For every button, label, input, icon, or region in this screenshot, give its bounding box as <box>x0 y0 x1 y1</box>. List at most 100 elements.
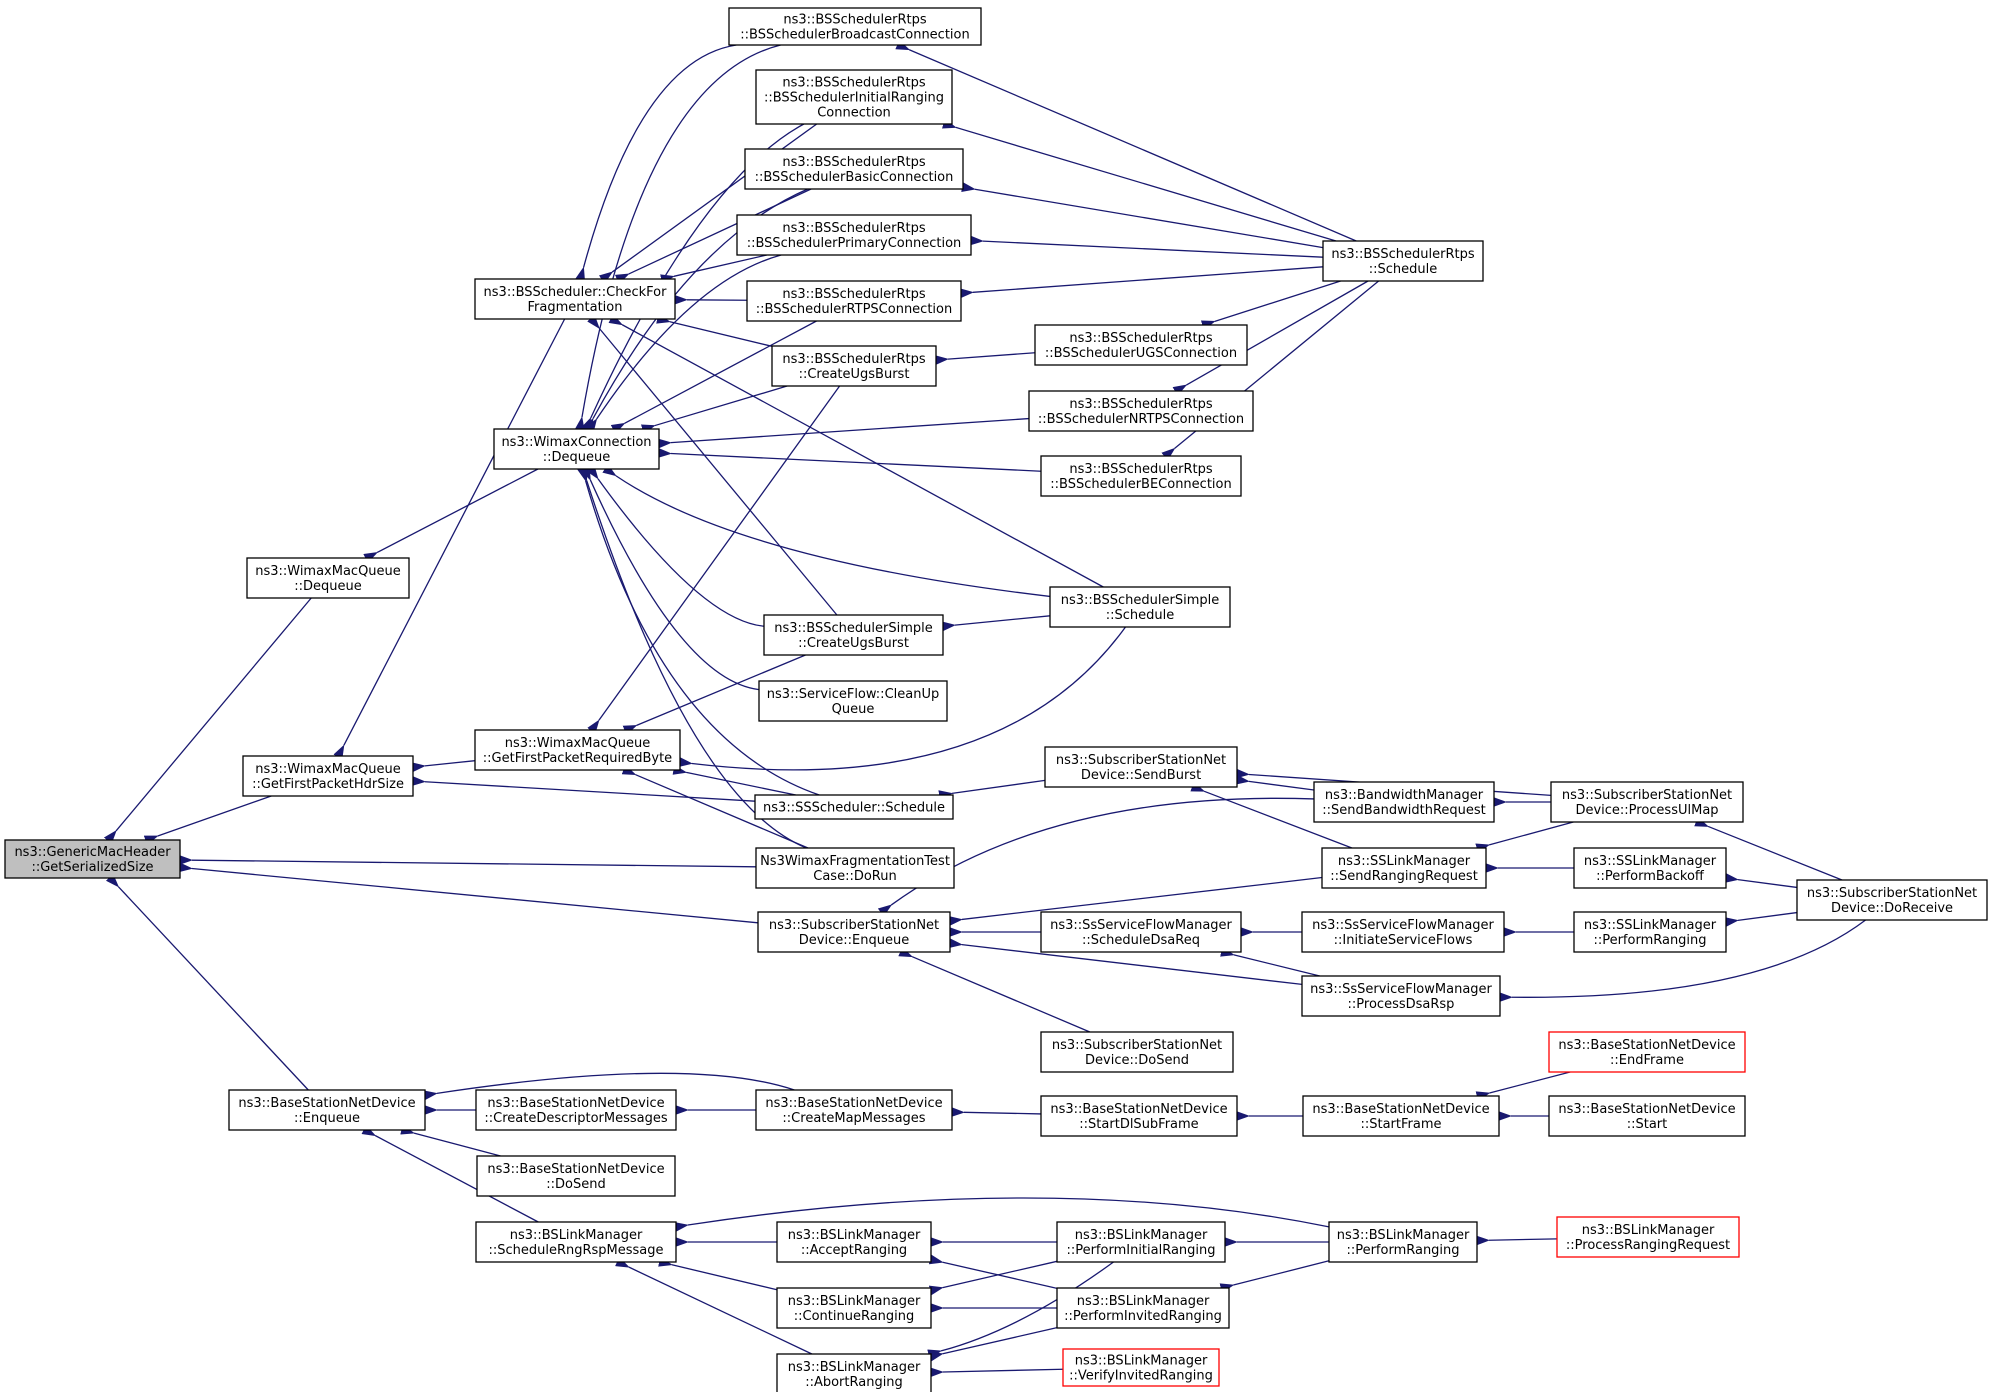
graph-node[interactable]: ns3::SsServiceFlowManager::InitiateServi… <box>1301 911 1505 953</box>
node-box[interactable] <box>1034 324 1248 366</box>
node-box[interactable] <box>755 69 953 125</box>
node-box[interactable] <box>728 7 982 46</box>
node-box[interactable] <box>758 680 948 722</box>
node-box[interactable] <box>475 1221 677 1263</box>
focus-node-box[interactable] <box>4 839 181 879</box>
graph-node[interactable]: ns3::WimaxConnection::Dequeue <box>493 428 660 470</box>
graph-node[interactable]: ns3::SsServiceFlowManager::ScheduleDsaRe… <box>1040 911 1242 953</box>
graph-node[interactable]: ns3::BSLinkManager::ContinueRanging <box>776 1287 932 1329</box>
node-box[interactable] <box>746 280 962 322</box>
node-box[interactable] <box>776 1221 932 1263</box>
node-box[interactable] <box>776 1353 932 1392</box>
graph-node[interactable]: ns3::BSSchedulerRtps::BSSchedulerRTPSCon… <box>746 280 962 322</box>
node-box[interactable] <box>474 278 676 320</box>
node-box[interactable] <box>1040 911 1242 953</box>
graph-node[interactable]: ns3::BSLinkManager::PerformInvitedRangin… <box>1056 1287 1230 1329</box>
graph-node[interactable]: ns3::BaseStationNetDevice::Start <box>1548 1095 1746 1137</box>
graph-node[interactable]: ns3::BSSchedulerRtps::Schedule <box>1322 240 1484 282</box>
node-box[interactable] <box>476 1155 676 1197</box>
node-box[interactable] <box>1302 1095 1500 1137</box>
node-box[interactable] <box>1573 847 1727 889</box>
node-box[interactable] <box>493 428 660 470</box>
node-box[interactable] <box>1321 847 1487 889</box>
graph-node[interactable]: ns3::BandwidthManager::SendBandwidthRequ… <box>1313 781 1495 823</box>
node-box[interactable] <box>736 214 972 256</box>
graph-node[interactable]: ns3::WimaxMacQueue::GetFirstPacketRequir… <box>474 729 681 771</box>
node-box[interactable] <box>1040 1031 1234 1073</box>
node-box[interactable] <box>1796 879 1988 921</box>
graph-node[interactable]: ns3::BSSchedulerSimple::CreateUgsBurst <box>763 614 944 656</box>
node-box[interactable] <box>228 1089 426 1131</box>
graph-node[interactable]: ns3::BSLinkManager::AcceptRanging <box>776 1221 932 1263</box>
node-box[interactable] <box>771 345 937 387</box>
graph-node[interactable]: ns3::SSLinkManager::PerformBackoff <box>1573 847 1727 889</box>
node-box[interactable] <box>754 794 954 820</box>
graph-node[interactable]: ns3::BaseStationNetDevice::CreateMapMess… <box>755 1089 953 1131</box>
node-box[interactable] <box>1573 911 1727 953</box>
graph-node[interactable]: ns3::BSLinkManager::ScheduleRngRspMessag… <box>475 1221 677 1263</box>
graph-node[interactable]: ns3::BSSchedulerSimple::Schedule <box>1049 586 1231 628</box>
graph-node[interactable]: ns3::BSLinkManager::ProcessRangingReques… <box>1556 1216 1740 1258</box>
graph-node[interactable]: ns3::BSLinkManager::PerformRanging <box>1328 1221 1478 1263</box>
node-box[interactable] <box>1044 746 1238 788</box>
node-box[interactable] <box>1040 1095 1238 1137</box>
graph-node[interactable]: ns3::BaseStationNetDevice::DoSend <box>476 1155 676 1197</box>
node-box[interactable] <box>1049 586 1231 628</box>
graph-node[interactable]: ns3::BSSchedulerRtps::BSSchedulerUGSConn… <box>1034 324 1248 366</box>
node-box[interactable] <box>1550 781 1744 823</box>
node-box[interactable] <box>755 847 955 889</box>
graph-node[interactable]: ns3::BSSchedulerRtps::BSSchedulerNRTPSCo… <box>1028 390 1254 432</box>
node-box[interactable] <box>1328 1221 1478 1263</box>
graph-node[interactable]: ns3::SubscriberStationNetDevice::SendBur… <box>1044 746 1238 788</box>
node-box[interactable] <box>1028 390 1254 432</box>
graph-node[interactable]: ns3::BSSchedulerRtps::BSSchedulerBEConne… <box>1040 455 1242 497</box>
graph-node[interactable]: ns3::BSLinkManager::AbortRanging <box>776 1353 932 1392</box>
graph-node[interactable]: ns3::BSSchedulerRtps::CreateUgsBurst <box>771 345 937 387</box>
node-box[interactable] <box>757 911 951 953</box>
node-box[interactable] <box>744 148 964 190</box>
graph-node[interactable]: ns3::BaseStationNetDevice::StartDlSubFra… <box>1040 1095 1238 1137</box>
node-box[interactable] <box>776 1287 932 1329</box>
node-box[interactable] <box>1056 1287 1230 1329</box>
node-box[interactable] <box>1556 1216 1740 1258</box>
graph-node[interactable]: ns3::SubscriberStationNetDevice::DoRecei… <box>1796 879 1988 921</box>
node-box[interactable] <box>1301 975 1501 1017</box>
graph-node[interactable]: ns3::BaseStationNetDevice::CreateDescrip… <box>475 1089 677 1131</box>
node-box[interactable] <box>246 557 410 599</box>
node-box[interactable] <box>763 614 944 656</box>
node-box[interactable] <box>1040 455 1242 497</box>
node-box[interactable] <box>1313 781 1495 823</box>
node-box[interactable] <box>1301 911 1505 953</box>
node-box[interactable] <box>475 1089 677 1131</box>
graph-node[interactable]: ns3::BaseStationNetDevice::StartFrame <box>1302 1095 1500 1137</box>
graph-node[interactable]: ns3::WimaxMacQueue::Dequeue <box>246 557 410 599</box>
node-box[interactable] <box>755 1089 953 1131</box>
graph-node[interactable]: ns3::BSSchedulerRtps::BSSchedulerInitial… <box>755 69 953 125</box>
node-box[interactable] <box>1062 1348 1220 1387</box>
graph-node[interactable]: ns3::BaseStationNetDevice::EndFrame <box>1548 1031 1746 1073</box>
node-box[interactable] <box>1056 1221 1226 1263</box>
graph-node[interactable]: ns3::WimaxMacQueue::GetFirstPacketHdrSiz… <box>242 755 414 797</box>
graph-node[interactable]: ns3::BSSchedulerRtps::BSSchedulerBasicCo… <box>744 148 964 190</box>
node-box[interactable] <box>1548 1031 1746 1073</box>
graph-node[interactable]: ns3::GenericMacHeader::GetSerializedSize <box>4 839 181 879</box>
node-box[interactable] <box>1322 240 1484 282</box>
graph-node[interactable]: ns3::BSSchedulerRtps::BSSchedulerBroadca… <box>728 7 982 46</box>
graph-node[interactable]: ns3::SSScheduler::Schedule <box>754 794 954 820</box>
node-box[interactable] <box>242 755 414 797</box>
graph-node[interactable]: ns3::BaseStationNetDevice::Enqueue <box>228 1089 426 1131</box>
graph-node[interactable]: ns3::SsServiceFlowManager::ProcessDsaRsp <box>1301 975 1501 1017</box>
graph-node[interactable]: ns3::SSLinkManager::PerformRanging <box>1573 911 1727 953</box>
graph-node[interactable]: ns3::SubscriberStationNetDevice::Process… <box>1550 781 1744 823</box>
node-box[interactable] <box>1548 1095 1746 1137</box>
graph-node[interactable]: ns3::BSLinkManager::VerifyInvitedRanging <box>1062 1348 1220 1387</box>
graph-node[interactable]: ns3::BSLinkManager::PerformInitialRangin… <box>1056 1221 1226 1263</box>
node-box[interactable] <box>474 729 681 771</box>
graph-node[interactable]: ns3::BSSchedulerRtps::BSSchedulerPrimary… <box>736 214 972 256</box>
graph-node[interactable]: ns3::SSLinkManager::SendRangingRequest <box>1321 847 1487 889</box>
